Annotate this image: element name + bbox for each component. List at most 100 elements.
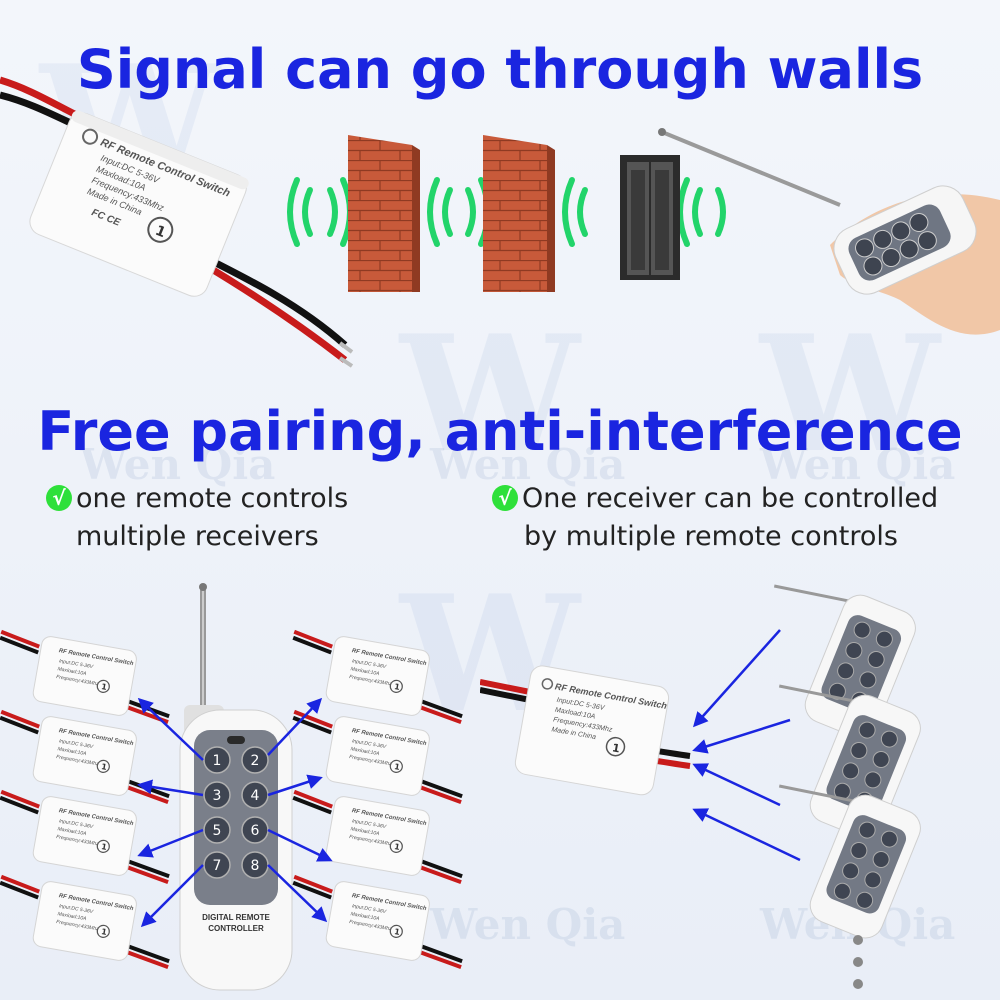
feature-right: √One receiver can be controlled by multi… [492,480,992,556]
remote-small [778,684,921,839]
receiver-maxload-spec: Maxload:10A [57,826,87,837]
feature-left: √one remote controls multiple receivers [46,480,466,556]
remote-small [778,784,921,939]
remote-button [203,746,231,774]
remote-button [872,750,890,768]
receiver-channel: 1 [100,762,107,772]
remote-button-label: 6 [251,823,260,839]
receiver-maxload-spec: Maxload:10A [350,826,380,837]
receiver-channel: 1 [393,842,400,852]
signal-arrow [267,697,323,756]
check-icon: √ [492,485,518,511]
feature-right-line1: One receiver can be controlled [522,483,939,514]
watermark-text: Wen Qia [430,440,626,489]
receiver-channel: 1 [393,762,400,772]
remote-button-label: 5 [213,823,222,839]
receiver-channel: 1 [393,682,400,692]
signal-arrow [692,629,781,728]
receiver-maxload-spec: Maxload:10A [57,746,87,757]
receiver-channel: 1 [100,842,107,852]
remote-button [859,671,877,689]
signal-wave-2 [427,177,491,247]
remote-button [864,871,882,889]
signal-arrow [137,828,204,858]
top-scene: RF Remote Control Switch Input:DC 5-36V … [0,76,1000,368]
receiver-medium: RF Remote Control Switch Input:DC 5-36V … [514,665,670,796]
remote-button-label: 1 [213,753,222,769]
remote-button [858,821,876,839]
remote-center: 1 2 3 4 5 6 7 8 DIGITAL REMOTE CONTROLLER [179,583,293,991]
signal-wave-4 [677,177,726,247]
receiver-maxload-spec: Maxload:10A [350,666,380,677]
brick-wall-1 [348,135,420,292]
remote-button [833,882,851,900]
remote-button [828,682,846,700]
watermark-w: W [400,300,580,488]
receiver-maxload-spec: Maxload:10A [350,911,380,922]
remote-button [842,862,860,880]
remote-small [773,584,916,739]
receiver-maxload-spec: Maxload:10A [57,666,87,677]
signal-arrow [267,774,323,797]
remote-button [867,650,885,668]
remote-button [842,762,860,780]
watermark-w: W [760,300,940,488]
remote-button [845,642,863,660]
feature-right-line2: by multiple remote controls [524,521,898,552]
antenna [773,584,855,604]
remote-button [203,781,231,809]
remote-button-label: 2 [251,753,260,769]
more-dots [853,935,863,989]
signal-arrow [692,808,801,862]
watermark-text: Wen Qia [760,440,956,489]
remote-button [872,850,890,868]
headline-pairing: Free pairing, anti-interference [37,400,963,463]
headline-signal: Signal can go through walls [76,38,924,101]
receiver-large: RF Remote Control Switch Input:DC 5-36V … [29,110,249,297]
signal-arrow [140,864,204,928]
signal-arrow [137,697,204,761]
receiver-channel: 1 [393,927,400,937]
remote-button [858,721,876,739]
signal-wave-1 [287,177,353,247]
remote-button [875,630,893,648]
remote-brand-line2: CONTROLLER [208,924,264,933]
signal-wave-3 [562,177,588,247]
remote-button-label: 8 [251,858,260,874]
remote-button [880,730,898,748]
remote-button [837,662,855,680]
door [620,155,680,280]
watermark-text: Wen Qia [80,440,276,489]
signal-arrow [267,828,333,862]
remote-button-label: 4 [251,788,260,804]
signal-arrow [267,864,328,923]
remote-button [856,891,874,909]
receiver-channel: 1 [100,927,107,937]
remote-button [203,851,231,879]
feature-left-line1: one remote controls [76,483,349,514]
signal-arrow [692,718,791,754]
watermark-text: Wen Qia [430,900,626,949]
receiver-maxload-spec: Maxload:10A [350,746,380,757]
remote-button [850,842,868,860]
remote-button [864,771,882,789]
signal-arrow [692,763,781,807]
remote-button [853,621,871,639]
brick-wall-2 [483,135,555,292]
remote-brand-line1: DIGITAL REMOTE [202,913,270,922]
remote-button [880,830,898,848]
antenna [778,784,860,804]
antenna [661,130,841,207]
remote-button-label: 3 [213,788,222,804]
remote-button-label: 7 [213,858,222,874]
receiver-wires-out [198,251,354,368]
remote-button [241,746,269,774]
many-to-one-scene: RF Remote Control Switch Input:DC 5-36V … [480,584,921,989]
remote-in-hand [833,185,977,295]
